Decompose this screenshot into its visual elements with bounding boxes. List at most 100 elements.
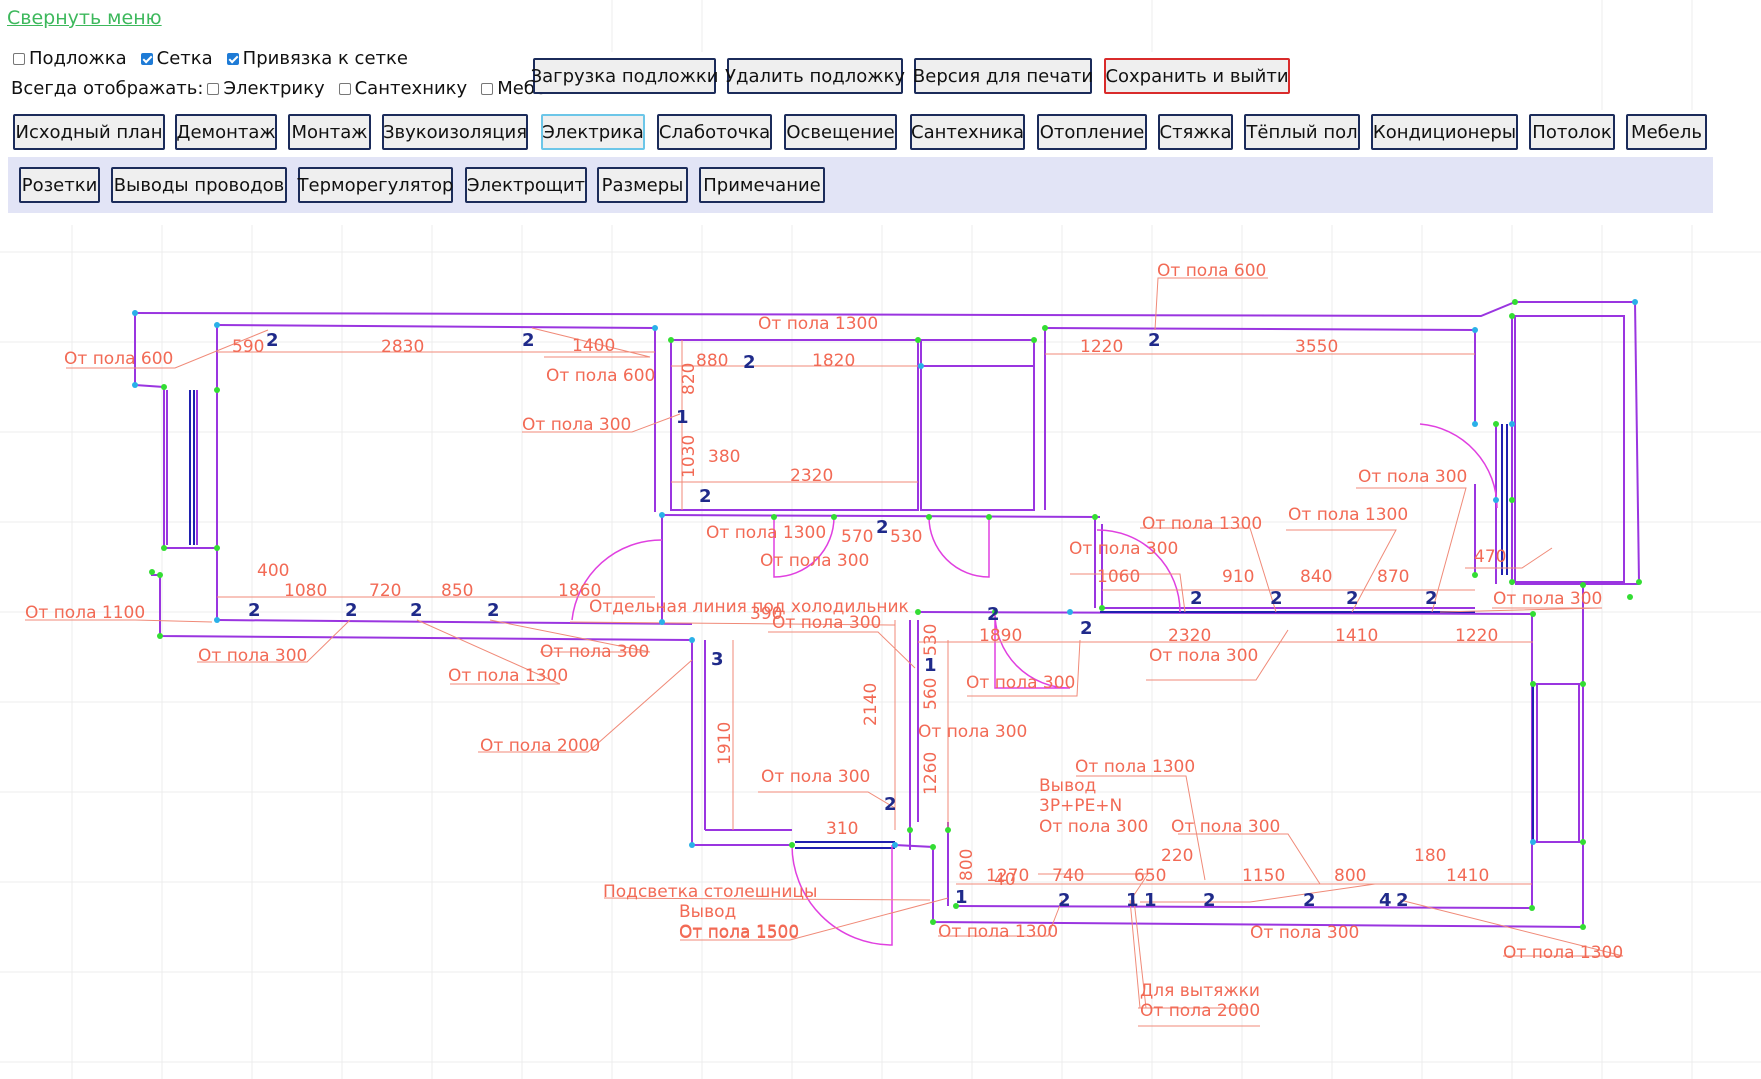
dimension-label: 1910 — [715, 722, 735, 765]
height-note: От пола 1300 — [448, 666, 568, 686]
height-note: От пола 300 — [1250, 923, 1359, 943]
socket-marker: 2 — [1425, 588, 1438, 609]
tab-furniture[interactable]: Мебель — [1626, 114, 1707, 150]
height-note: От пола 300 — [760, 551, 869, 571]
socket-marker: 1 — [955, 887, 968, 908]
electrics-checkbox[interactable] — [207, 82, 220, 95]
save-exit-button[interactable]: Сохранить и выйти — [1104, 58, 1290, 94]
delete-underlay-button[interactable]: Удалить подложку — [725, 58, 905, 94]
subtab-thermostat[interactable]: Терморегулятор — [298, 167, 453, 203]
leader-lines — [25, 277, 1624, 1027]
dimension-label: 1410 — [1446, 866, 1489, 886]
socket-marker: 2 — [345, 600, 358, 621]
dimension-label: 800 — [1334, 866, 1366, 886]
subtab-wire-outputs[interactable]: Выводы проводов — [111, 167, 287, 203]
show-electrics-toggle[interactable]: Электрику — [207, 78, 325, 99]
dimension-label: 1220 — [1080, 337, 1123, 357]
height-note: От пола 1300 — [1288, 505, 1408, 525]
grid-toggle[interactable]: Сетка — [140, 48, 213, 69]
dimension-label: 560 — [921, 678, 941, 710]
height-notes: От пола 600 От пола 600 От пола 600 От п… — [25, 261, 1623, 1021]
dimension-label: 180 — [1414, 846, 1446, 866]
always-show-label: Всегда отображать: — [11, 78, 204, 99]
height-note: От пола 600 — [64, 349, 173, 369]
socket-marker: 2 — [1346, 588, 1359, 609]
height-note: От пола 1500 — [679, 923, 799, 943]
grid-checkbox[interactable] — [140, 52, 153, 65]
tab-installation[interactable]: Монтаж — [288, 114, 371, 150]
subtab-switchboard[interactable]: Электрощит — [465, 167, 587, 203]
socket-marker: 1 — [924, 655, 937, 676]
socket-marker: 2 — [884, 794, 897, 815]
height-note: От пола 300 — [1358, 467, 1467, 487]
dimension-label: 530 — [921, 624, 941, 656]
tab-demolition[interactable]: Демонтаж — [175, 114, 277, 150]
socket-marker: 2 — [410, 600, 423, 621]
dimension-label: 2830 — [381, 337, 424, 357]
tab-soundproofing[interactable]: Звукоизоляция — [382, 114, 528, 150]
output-block-line: Вывод — [1039, 776, 1096, 796]
dimension-label: 1410 — [1335, 626, 1378, 646]
tab-air-conditioners[interactable]: Кондиционеры — [1371, 114, 1518, 150]
counter-block-line: От пола 1500 — [679, 922, 799, 942]
counter-block-line: Подсветка столешницы — [603, 882, 817, 902]
tab-original-plan[interactable]: Исходный план — [13, 114, 165, 150]
tab-lighting[interactable]: Освещение — [784, 114, 897, 150]
dimension-label: 400 — [257, 561, 289, 581]
dimension-label: 720 — [369, 581, 401, 601]
print-version-button[interactable]: Версия для печати — [913, 58, 1093, 94]
height-note: От пола 2000 — [1140, 1001, 1260, 1021]
height-note: От пола 300 — [918, 722, 1027, 742]
height-note: От пола 1300 — [1075, 757, 1195, 777]
tab-plumbing[interactable]: Сантехника — [910, 114, 1025, 150]
dimension-label: 840 — [1300, 567, 1332, 587]
height-note: От пола 600 — [546, 366, 655, 386]
tab-warm-floor[interactable]: Тёплый пол — [1244, 114, 1360, 150]
tab-ceiling[interactable]: Потолок — [1529, 114, 1615, 150]
socket-marker: 2 — [248, 600, 261, 621]
height-note: От пола 300 — [1149, 646, 1258, 666]
dimension-label: 3550 — [1295, 337, 1338, 357]
height-note: От пола 1300 — [1503, 943, 1623, 963]
counter-block-line: Вывод — [679, 902, 736, 922]
tab-heating[interactable]: Отопление — [1037, 114, 1147, 150]
underlay-checkbox[interactable] — [13, 52, 25, 65]
snap-toggle[interactable]: Привязка к сетке — [226, 48, 408, 69]
height-note: От пола 300 — [540, 642, 649, 662]
underlay-toggle[interactable]: Подложка — [13, 48, 127, 69]
height-note: От пола 300 — [761, 767, 870, 787]
load-underlay-button[interactable]: Загрузка подложки — [531, 58, 718, 94]
show-plumbing-toggle[interactable]: Сантехнику — [338, 78, 467, 99]
dimension-label: 1260 — [921, 752, 941, 795]
furniture-checkbox[interactable] — [481, 82, 494, 95]
tab-screed[interactable]: Стяжка — [1158, 114, 1233, 150]
dimension-label: 380 — [708, 447, 740, 467]
snap-checkbox[interactable] — [226, 52, 239, 65]
collapse-menu-link[interactable]: Свернуть меню — [7, 7, 162, 29]
subtab-sockets[interactable]: Розетки — [19, 167, 100, 203]
grid — [0, 225, 1761, 1079]
dimension-label: 1820 — [812, 351, 855, 371]
dimension-label: 1220 — [1455, 626, 1498, 646]
dimension-label: 530 — [890, 527, 922, 547]
dimension-label: 850 — [441, 581, 473, 601]
socket-marker: 2 — [1303, 890, 1316, 911]
subtab-note[interactable]: Примечание — [699, 167, 825, 203]
plumbing-checkbox[interactable] — [338, 82, 351, 95]
dimension-label: 800 — [957, 849, 977, 881]
socket-marker: 2 — [487, 600, 500, 621]
hood-note: Для вытяжки — [1140, 981, 1260, 1001]
subtab-dimensions[interactable]: Размеры — [597, 167, 688, 203]
tab-electrics[interactable]: Электрика — [541, 114, 645, 150]
socket-marker: 2 — [1203, 890, 1216, 911]
socket-marker: 2 — [522, 330, 535, 351]
tab-low-current[interactable]: Слаботочка — [657, 114, 772, 150]
socket-marker: 2 — [987, 604, 1000, 625]
door-swings — [571, 423, 1498, 946]
dimension-label: 1400 — [572, 336, 615, 356]
dimension-label: 2320 — [1168, 626, 1211, 646]
dimension-label: 740 — [1052, 866, 1084, 886]
socket-marker: 1 — [1126, 890, 1139, 911]
dimension-label: 1890 — [979, 626, 1022, 646]
